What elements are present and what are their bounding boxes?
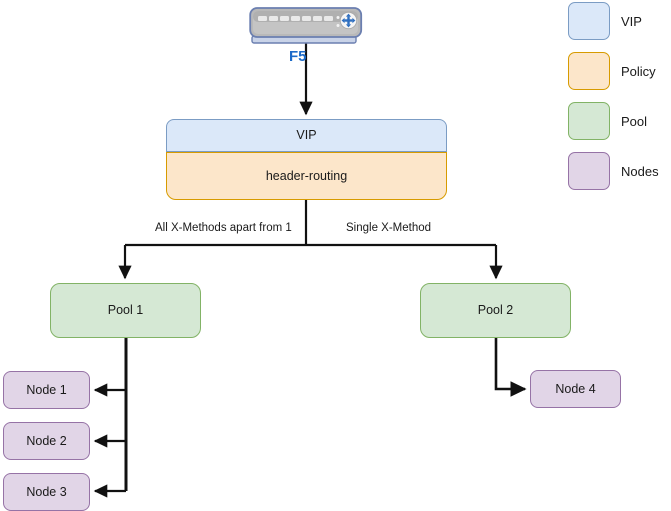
edge-label-right: Single X-Method	[343, 222, 435, 234]
legend-swatch-vip	[568, 2, 610, 40]
pool-2-node[interactable]: Pool 2	[420, 283, 571, 338]
legend-label-policy: Policy	[621, 63, 656, 79]
legend-item-policy: Policy	[568, 52, 671, 90]
legend-label-pool: Pool	[621, 113, 648, 129]
pool-2-label: Pool 2	[477, 303, 514, 317]
node-1[interactable]: Node 1	[3, 371, 90, 409]
legend-item-nodes: Nodes	[568, 152, 671, 190]
policy-node[interactable]: header-routing	[166, 152, 447, 200]
legend: VIP Policy Pool Nodes	[568, 2, 671, 202]
vip-node[interactable]: VIP	[166, 119, 447, 152]
node-3[interactable]: Node 3	[3, 473, 90, 511]
node-4-label: Node 4	[555, 381, 596, 396]
node-4[interactable]: Node 4	[530, 370, 621, 408]
pool-1-label: Pool 1	[107, 303, 144, 317]
legend-swatch-pool	[568, 102, 610, 140]
node-3-label: Node 3	[26, 484, 67, 499]
node-2-label: Node 2	[26, 433, 67, 448]
vip-node-label: VIP	[296, 128, 317, 142]
node-1-label: Node 1	[26, 382, 67, 397]
network-switch-icon	[249, 7, 363, 44]
legend-label-vip: VIP	[621, 13, 642, 29]
f5-device-label: F5	[289, 48, 307, 65]
pool-1-node[interactable]: Pool 1	[50, 283, 201, 338]
legend-swatch-policy	[568, 52, 610, 90]
legend-item-vip: VIP	[568, 2, 671, 40]
node-2[interactable]: Node 2	[3, 422, 90, 460]
legend-swatch-nodes	[568, 152, 610, 190]
policy-node-label: header-routing	[265, 168, 348, 183]
edge-pool2-to-node-4	[494, 338, 527, 397]
legend-label-nodes: Nodes	[621, 163, 659, 179]
legend-item-pool: Pool	[568, 102, 671, 140]
edge-label-left: All X-Methods apart from 1	[152, 222, 295, 234]
